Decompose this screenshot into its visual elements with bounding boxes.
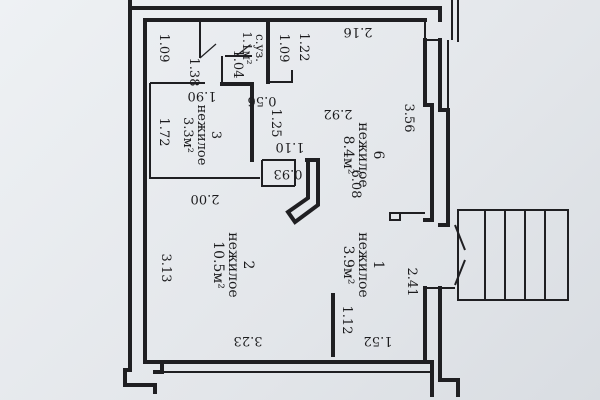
room-3-number: 3 (208, 131, 223, 139)
dimension-labels: 1.09 1.38 1.04 1.09 1.22 2.16 1.90 0.56 … (156, 24, 419, 348)
dim-1-04: 1.04 (230, 50, 245, 79)
dim-3-56: 3.56 (401, 104, 416, 133)
dim-1-72: 1.72 (156, 118, 171, 147)
dim-1-25: 1.25 (268, 109, 283, 138)
wc-type: с.уз. (253, 34, 267, 62)
dim-3-13: 3.13 (158, 254, 173, 283)
room-3-area: 3.3м² (180, 117, 195, 153)
dim-2-16: 2.16 (344, 24, 373, 39)
room-1-area: 3.9м² (340, 246, 356, 285)
dim-0-93: 0.93 (274, 166, 303, 181)
dim-1-10: 1.10 (276, 139, 305, 154)
dim-1-38: 1.38 (186, 58, 201, 87)
doors (199, 43, 466, 286)
room-6-type: нежилое (355, 122, 371, 187)
room-1-number: 1 (370, 261, 386, 270)
room-1-type: нежилое (355, 232, 371, 297)
dim-1-09b: 1.09 (276, 34, 291, 63)
room-2-area: 10.5м² (210, 241, 226, 289)
interior-walls (149, 18, 425, 357)
room-6-area: 8.4м² (340, 136, 356, 175)
dim-1-52: 1.52 (364, 333, 393, 348)
dim-0-56: 0.56 (248, 93, 277, 108)
outer-walls (123, 0, 460, 397)
room-6-label: 6 нежилое 8.4м² (340, 122, 386, 187)
wc-label: с.уз. 1.1м² (240, 31, 267, 64)
dim-3-23: 3.23 (234, 333, 263, 348)
dim-1-09: 1.09 (156, 34, 171, 63)
dim-1-22: 1.22 (296, 33, 311, 62)
room-2-type: нежилое (225, 232, 241, 297)
entrance-stairs (457, 209, 569, 301)
dim-2-92: 2.92 (324, 106, 353, 121)
dim-2-00: 2.00 (191, 191, 220, 206)
room-3-type: нежилое (194, 105, 209, 166)
dim-2-41: 2.41 (404, 268, 419, 297)
room-labels: 3 нежилое 3.3м² 2 нежилое 10.5м² 6 нежил… (180, 31, 386, 297)
room-6-number: 6 (370, 151, 386, 160)
dim-1-12: 1.12 (339, 306, 354, 335)
room-2-label: 2 нежилое 10.5м² (210, 232, 256, 297)
dim-6-08: 6.08 (348, 170, 363, 199)
room-2-number: 2 (240, 261, 256, 270)
room-3-label: 3 нежилое 3.3м² (180, 105, 223, 166)
wc-area: 1.1м² (240, 31, 254, 64)
room-1-label: 1 нежилое 3.9м² (340, 232, 386, 297)
dim-1-90: 1.90 (188, 88, 217, 103)
